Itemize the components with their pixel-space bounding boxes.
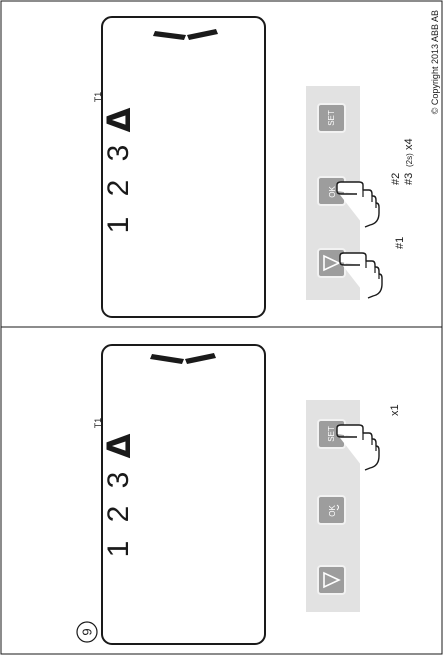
step-number: 9: [80, 628, 95, 635]
lcd-bar-segment: [187, 29, 218, 40]
set-button-label: SET: [327, 110, 336, 126]
lcd-superscript: T1: [93, 418, 103, 429]
pressing-hand-icon: [336, 424, 380, 471]
lcd-delta-symbol: Δ: [100, 433, 138, 458]
arrow-icon: [323, 254, 341, 272]
lcd-bar-segment: [185, 353, 216, 364]
copyright-text: © Copyright 2013 ABB AB: [430, 10, 440, 114]
return-icon: [336, 504, 339, 511]
lcd-digit-1: 1: [102, 217, 135, 234]
pressing-hand-icon: [336, 181, 380, 228]
arrow-button[interactable]: [317, 248, 346, 278]
ok-button-label: OK: [328, 186, 337, 198]
lcd-bar-segment: [150, 354, 184, 364]
ok-press-duration: (2s): [405, 153, 414, 167]
lcd-delta-symbol: Δ: [100, 107, 138, 132]
set-button[interactable]: SET: [317, 103, 346, 133]
ok-button-label: OK: [328, 505, 337, 517]
lcd-display: [101, 344, 266, 645]
lcd-display: [101, 16, 266, 318]
ok-button[interactable]: OK: [317, 495, 346, 525]
arrow-button[interactable]: [317, 565, 346, 595]
ok-press-repeat: x4: [403, 138, 415, 150]
step-9-panel: 9 1 2 3 Δ T1 OK SET: [76, 344, 401, 645]
arrow-icon: [323, 571, 341, 589]
arrow-press-step: #1: [394, 237, 406, 249]
ok-press-step-2: #2: [390, 173, 402, 185]
lcd-digit-1: 1: [102, 541, 135, 558]
set-press-count: x1: [389, 404, 401, 416]
set-button-label: SET: [327, 426, 336, 442]
pressing-hand-icon: [339, 252, 383, 299]
ok-press-step-3: #3: [403, 173, 415, 185]
lcd-digit-3: 3: [102, 472, 135, 489]
lcd-bar-segment: [153, 31, 186, 40]
lcd-superscript: T1: [93, 92, 103, 103]
lcd-digit-2: 2: [102, 180, 135, 197]
lcd-digit-3: 3: [102, 145, 135, 162]
step-10-panel: 10 1 2 3 Δ T1 OK SET: [93, 16, 415, 318]
step-number-badge: 9: [76, 621, 98, 643]
lcd-digit-2: 2: [102, 506, 135, 523]
